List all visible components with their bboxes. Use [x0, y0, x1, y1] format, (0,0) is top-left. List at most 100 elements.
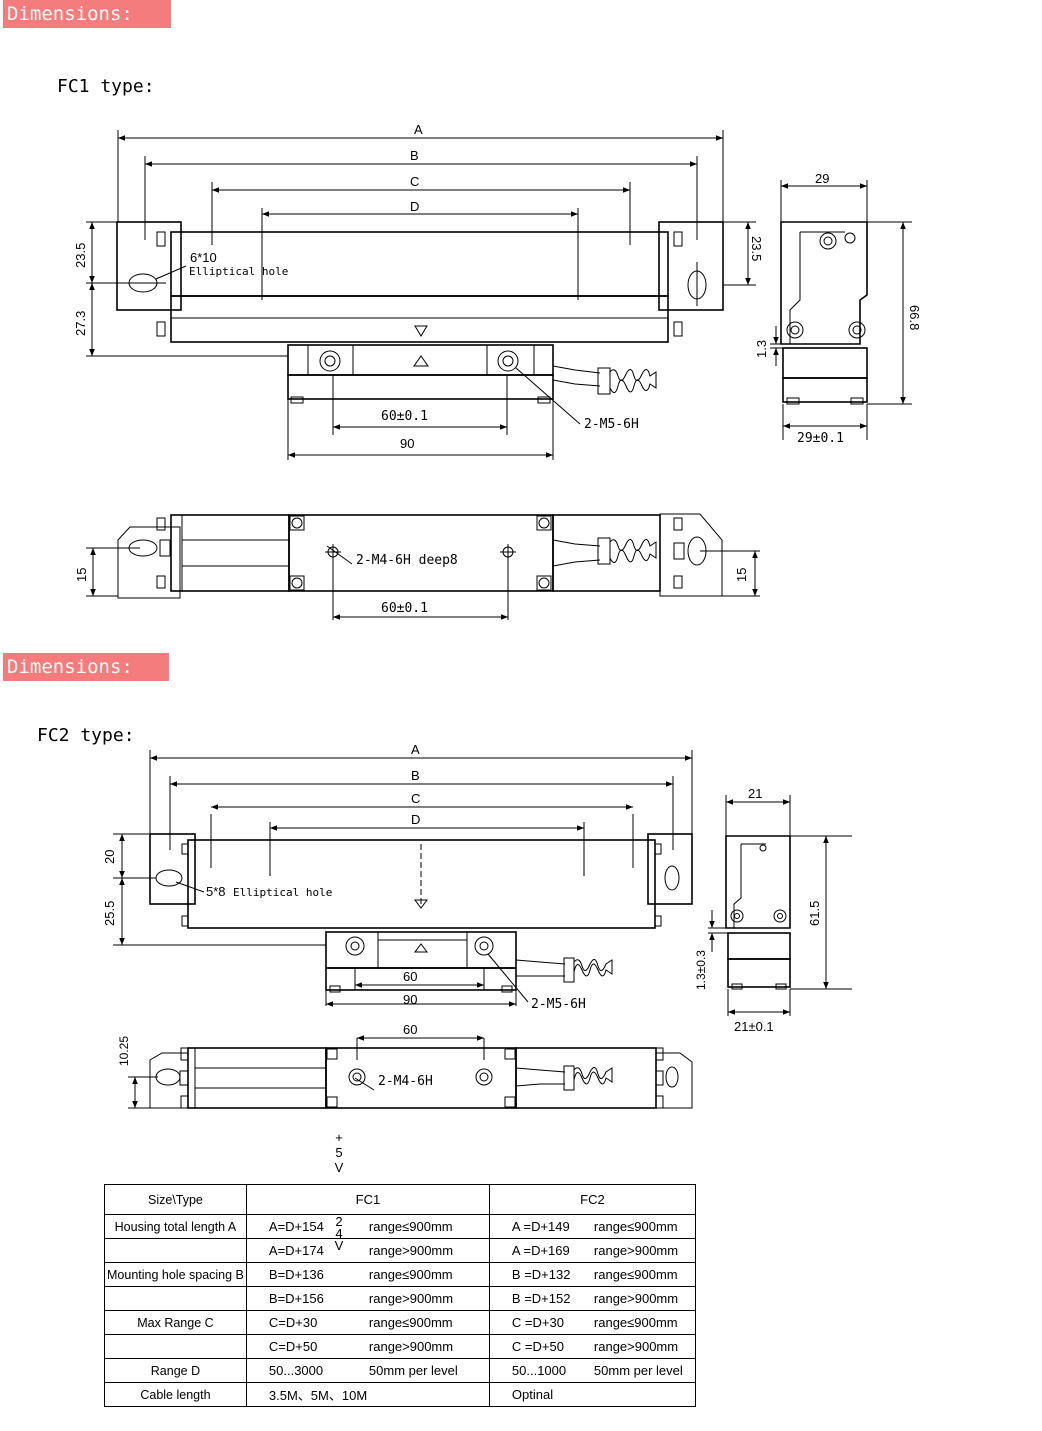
fc2-side-width-bottom: 21±0.1: [734, 1019, 774, 1034]
spec-table: Size\Type FC1 FC2 Housing total length A…: [104, 1184, 697, 1407]
row-label: Max Range C: [104, 1310, 247, 1335]
fc1-scale-body: [116, 221, 724, 343]
fc2-hole-desc: Elliptical hole: [233, 886, 332, 899]
cell-fc2: 50...1000 50mm per level: [488, 1358, 697, 1383]
cell-range: range>900mm: [593, 1339, 679, 1354]
fc1-bottom-view: [117, 513, 723, 599]
fc1-slider-width: 90: [400, 436, 414, 451]
fc1-bottom-hole-spacing: 60±0.1: [381, 601, 428, 616]
fc1-h2: 27.3: [73, 311, 88, 336]
fc2-gap: 1.3±0.3: [694, 950, 708, 990]
fc1-dim-c: C: [410, 174, 419, 189]
table-header-fc2: FC2: [488, 1184, 697, 1215]
row-label: [104, 1286, 247, 1311]
cell-range: range≤900mm: [368, 1315, 453, 1330]
fc2-h1: 20: [102, 850, 117, 864]
cell-formula: B=D+156: [268, 1291, 324, 1306]
row-label: Mounting hole spacing B: [104, 1262, 247, 1287]
row-label: Range D: [104, 1358, 247, 1383]
fc2-h2: 25.5: [102, 901, 117, 926]
fc2-hole-spacing: 60: [403, 969, 417, 984]
cell-formula: A =D+149: [511, 1219, 570, 1234]
table-row: C=D+50 range>900mm C =D+50 range>900mm: [104, 1334, 697, 1359]
fc1-side-width-bottom: 29±0.1: [797, 431, 844, 446]
cell-formula: B =D+152: [511, 1291, 571, 1306]
fc1-h1: 23.5: [73, 243, 88, 268]
fc2-dim-b: B: [411, 768, 420, 783]
fc1-dim-d: D: [410, 199, 419, 214]
fc1-dim-a: A: [414, 122, 423, 137]
fc2-screw-top-label: 2-M5-6H: [531, 997, 586, 1012]
fc2-dim-d: D: [411, 812, 420, 827]
fc1-bottom-offset-right: 15: [734, 568, 749, 582]
fc1-hole-label: 6*10: [190, 250, 217, 265]
cell-range: range≤900mm: [593, 1267, 678, 1282]
row-label: [104, 1238, 247, 1263]
cell-range: range≤900mm: [593, 1315, 678, 1330]
cell-range: range≤900mm: [593, 1219, 678, 1234]
cell-range: 50mm per level: [593, 1363, 683, 1378]
fc2-scale-body: [149, 833, 693, 929]
fc1-hole-spacing: 60±0.1: [381, 409, 428, 424]
fc1-h-right: 23.5: [749, 236, 764, 261]
cell-fc1: A=D+174 range>900mm: [245, 1238, 490, 1263]
row-label: [104, 1334, 247, 1359]
cell-formula: 50...1000: [511, 1363, 567, 1378]
cell-range: range>900mm: [368, 1243, 454, 1258]
fc2-bottom-hole-spacing: 60: [403, 1022, 417, 1037]
cell-range: range>900mm: [593, 1243, 679, 1258]
cell-formula: A=D+174: [268, 1243, 324, 1258]
cell-formula: C=D+50: [268, 1339, 318, 1354]
cell-fc2: C =D+50 range>900mm: [488, 1334, 697, 1359]
fc1-dim-b: B: [410, 148, 419, 163]
cell-formula: B =D+132: [511, 1267, 571, 1282]
cell-fc2: Optinal: [488, 1382, 697, 1407]
fc1-screw-top-label: 2-M5-6H: [584, 417, 639, 432]
table-row: Cable length 3.5M、5M、10M Optinal: [104, 1382, 697, 1407]
cell-fc2: A =D+169 range>900mm: [488, 1238, 697, 1263]
fc2-hole-label: 5*8: [206, 884, 226, 899]
row-label: Cable length: [104, 1382, 247, 1407]
cell-formula: 3.5M、5M、10M: [268, 1388, 368, 1403]
table-header-row: Size\Type FC1 FC2: [104, 1184, 697, 1215]
cell-fc1: C=D+50 range>900mm: [245, 1334, 490, 1359]
cell-fc1: C=D+30 range≤900mm: [245, 1310, 490, 1335]
row-label: Housing total length A: [104, 1214, 247, 1239]
fc1-drawing: A B C D 2-M5-6H 60±0.1 90: [73, 122, 922, 620]
fc2-slider-width: 90: [403, 992, 417, 1007]
fc2-drawing: A B C D 2-M5-6H 60 90 20 25.5 5*8 Ellipt: [102, 742, 852, 1109]
cell-range: range>900mm: [368, 1339, 454, 1354]
fc2-bottom-view: [149, 1047, 693, 1109]
cell-fc1: 3.5M、5M、10M: [245, 1382, 490, 1407]
section-header-fc2: Dimensions:: [3, 653, 169, 681]
cell-formula: C =D+50: [511, 1339, 564, 1354]
cell-fc1: B=D+156 range>900mm: [245, 1286, 490, 1311]
stray-text-plus5v: + 5 V: [334, 1130, 344, 1175]
section-header-fc1: Dimensions:: [3, 0, 171, 28]
fc2-dim-lines: [149, 750, 693, 876]
type-label-fc2: FC2 type:: [37, 725, 135, 746]
fc1-hole-desc: Elliptical hole: [189, 265, 288, 278]
fc2-slider: [325, 931, 613, 993]
cell-range: range>900mm: [368, 1291, 454, 1306]
fc2-screw-bottom-label: 2-M4-6H: [378, 1074, 433, 1089]
cell-fc2: B =D+132 range≤900mm: [488, 1262, 697, 1287]
cell-formula: 50...3000: [268, 1363, 324, 1378]
fc1-bottom-offset: 15: [74, 568, 89, 582]
table-row: A=D+174 range>900mm A =D+169 range>900mm: [104, 1238, 697, 1263]
cell-formula: A=D+154: [268, 1219, 324, 1234]
table-header-size: Size\Type: [104, 1184, 247, 1215]
cell-formula: A =D+169: [511, 1243, 570, 1258]
fc1-dim-lines: [117, 130, 724, 300]
cell-formula: C=D+30: [268, 1315, 318, 1330]
fc2-side-height: 61.5: [807, 901, 822, 926]
